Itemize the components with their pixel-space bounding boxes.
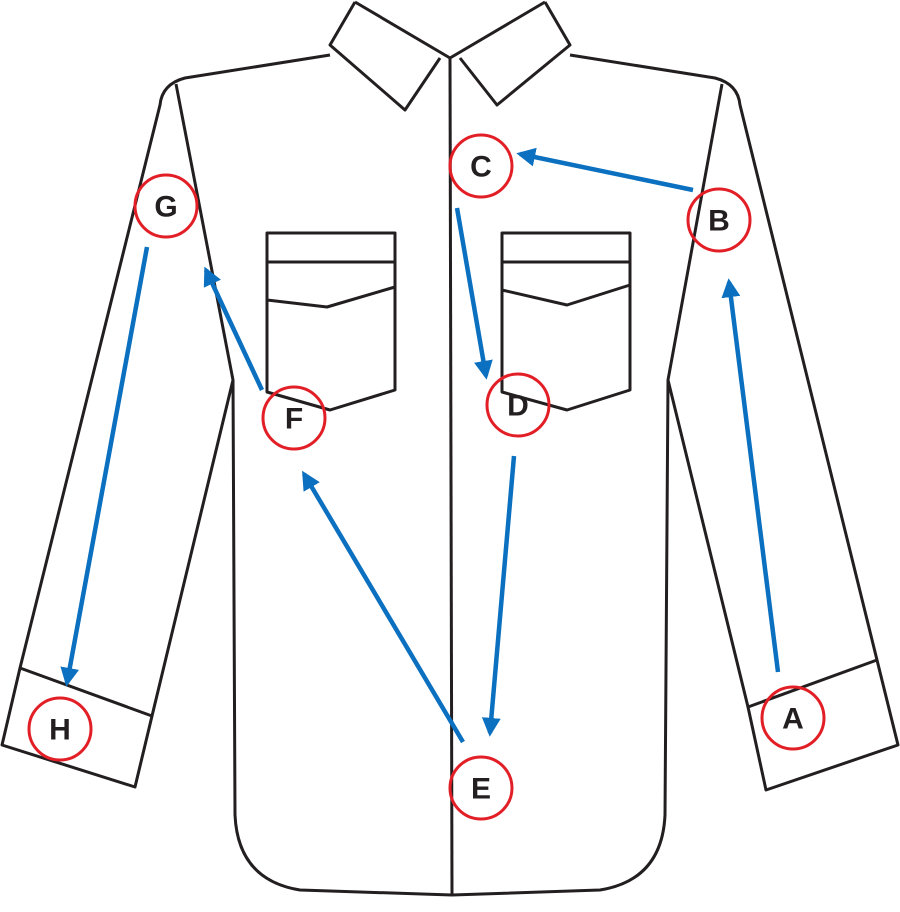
right-cuff	[746, 659, 900, 792]
shirt-body	[231, 379, 670, 897]
left-cuff	[0, 667, 154, 789]
point-label: D	[507, 390, 529, 423]
point-e: E	[448, 755, 514, 821]
arrow-g-to-h	[60, 246, 150, 687]
point-label: E	[471, 773, 491, 806]
right-pocket	[500, 231, 632, 412]
arrow-d-to-e	[481, 455, 517, 737]
arrow-e-to-f	[302, 470, 465, 744]
point-label: F	[285, 403, 303, 436]
point-markers: A B C D E F G H	[27, 133, 826, 821]
arrow-c-to-d	[454, 207, 493, 380]
point-label: B	[708, 205, 730, 238]
point-h: H	[27, 696, 93, 762]
arrow-a-to-b	[721, 278, 781, 673]
point-g: G	[133, 173, 199, 239]
arrow-b-to-c	[516, 147, 694, 193]
point-a: A	[760, 685, 826, 751]
point-label: A	[782, 703, 804, 736]
arrows	[60, 147, 781, 744]
point-b: B	[686, 187, 752, 253]
placket-line	[448, 57, 454, 896]
point-label: C	[470, 151, 492, 184]
point-label: H	[49, 714, 71, 747]
right-sleeve	[569, 53, 879, 709]
point-d: D	[485, 372, 551, 438]
collar-top	[354, 0, 546, 60]
point-label: G	[154, 191, 177, 224]
point-c: C	[448, 133, 514, 199]
collar-right	[458, 1, 572, 107]
left-pocket	[265, 231, 397, 412]
point-f: F	[261, 385, 327, 451]
left-sleeve	[18, 53, 331, 718]
collar-left	[328, 1, 442, 112]
arrow-f-to-g	[203, 266, 265, 391]
